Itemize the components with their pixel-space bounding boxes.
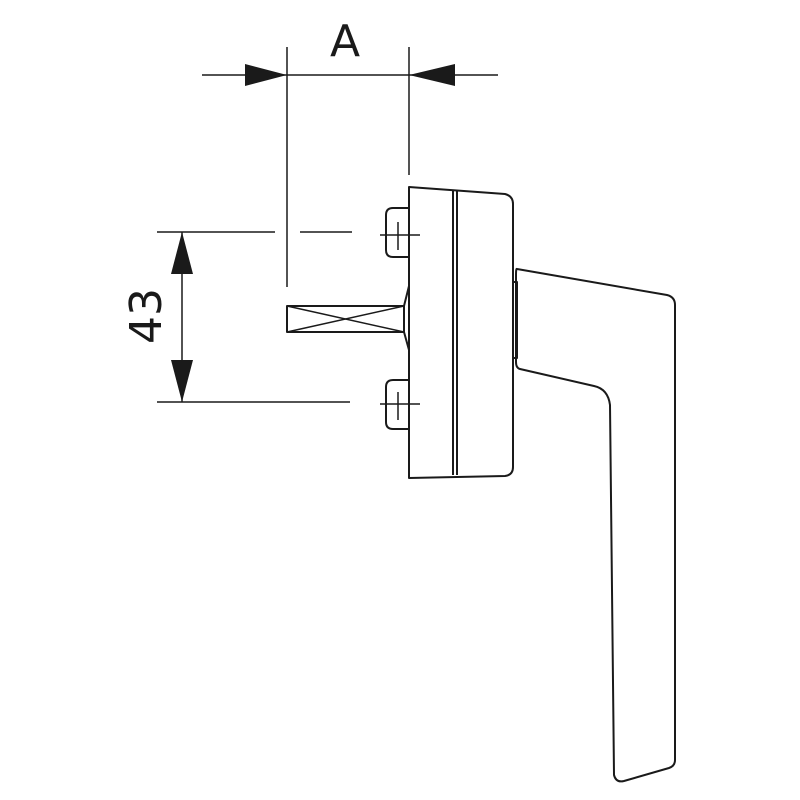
rosette [408,186,514,479]
spindle-cross-2 [286,305,405,333]
screw-top [380,207,420,258]
dimension-height-arrow-top [171,232,193,274]
dimension-height-arrow-bottom [171,360,193,402]
square-spindle [286,285,410,351]
dimension-a-label: A [330,16,360,67]
dimension-a: A [202,16,498,287]
dimension-a-arrow-left [245,64,287,86]
spindle-body [286,305,405,333]
dimension-height: 43 [121,231,352,403]
rosette-outline [408,186,514,479]
handle-lever [513,267,676,783]
screw-top-head [385,207,409,258]
screw-bottom [380,379,420,430]
dimension-a-arrow-right [409,64,455,86]
dimension-height-label: 43 [121,288,172,344]
handle-outline [515,267,676,783]
